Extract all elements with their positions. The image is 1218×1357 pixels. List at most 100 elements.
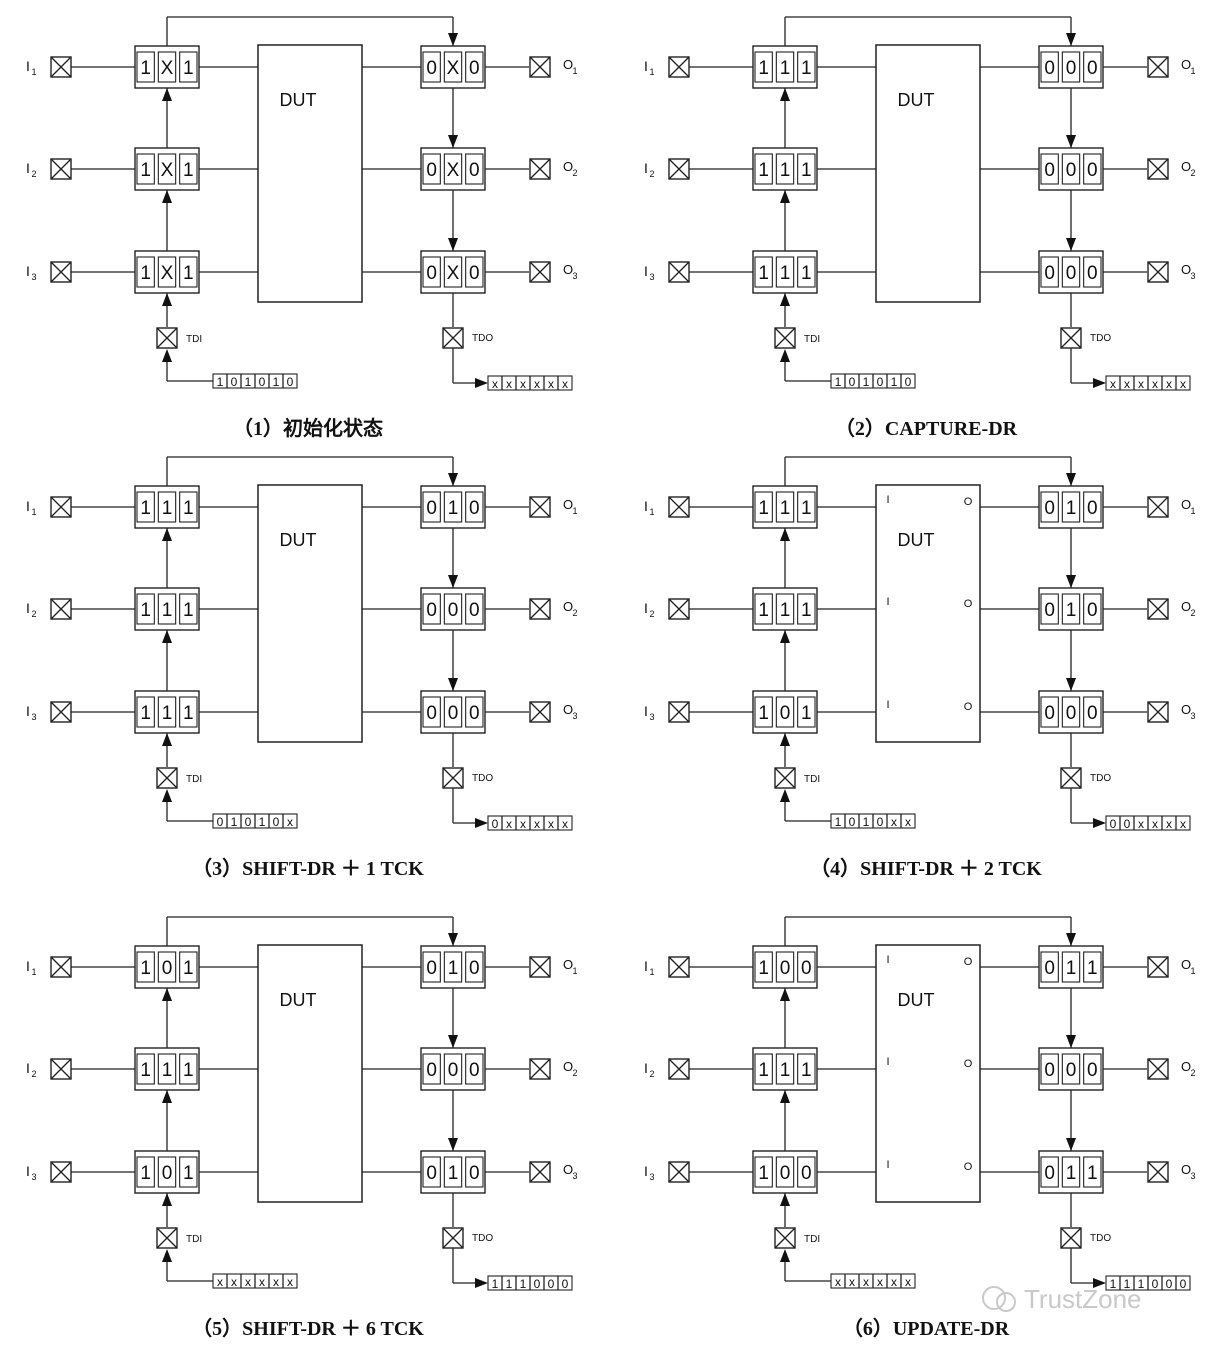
cell-bit: 0 xyxy=(162,958,173,979)
pin-cross xyxy=(442,767,464,789)
cell-bit: 1 xyxy=(140,600,151,621)
cell-bit: 0 xyxy=(426,1060,437,1081)
cell-bit-box xyxy=(422,256,441,288)
tdo-label: TDO xyxy=(1090,1233,1111,1244)
stream-bit: x xyxy=(1138,817,1144,831)
cell-bit: 0 xyxy=(801,958,812,979)
pin-cross xyxy=(50,598,72,620)
cell-frame xyxy=(134,1150,200,1194)
cell-bit: 1 xyxy=(801,703,812,724)
cell-bit-box xyxy=(1083,696,1102,728)
cell-bit-box xyxy=(1061,491,1081,523)
pin-subscript: 3 xyxy=(1190,711,1195,721)
cell-bit-box xyxy=(157,153,177,185)
stream-bit: 0 xyxy=(231,375,238,389)
input-pin-3 xyxy=(668,1161,690,1183)
output-label: O xyxy=(563,702,573,717)
stream-bit: 0 xyxy=(877,375,884,389)
pin-subscript: 1 xyxy=(572,506,577,516)
pin-cross xyxy=(1060,767,1082,789)
pin-subscript: 3 xyxy=(31,1172,36,1182)
stream-bit: x xyxy=(1180,377,1186,391)
cell-bit-box xyxy=(157,256,177,288)
dut-pin-out: O xyxy=(964,956,973,968)
watermark: TrustZone xyxy=(982,1284,1142,1314)
stream-bit: x xyxy=(877,1275,883,1289)
cell-bit: 1 xyxy=(140,58,151,79)
cell-frame xyxy=(752,250,818,294)
cell-bit: 0 xyxy=(1066,263,1077,284)
cell-bit-box xyxy=(157,593,177,625)
cell-frame xyxy=(752,945,818,989)
cell-bit: 0 xyxy=(469,958,480,979)
pin-subscript: 2 xyxy=(572,608,577,618)
pin-cross xyxy=(50,1161,72,1183)
shift-arrow xyxy=(448,238,458,251)
cell-bit-box xyxy=(1061,1156,1081,1188)
pin-subscript: 1 xyxy=(1190,506,1195,516)
cell-bit-box xyxy=(179,491,198,523)
output-label: O xyxy=(1181,159,1191,174)
output-label: O xyxy=(1181,1059,1191,1074)
input-label: I xyxy=(644,58,648,74)
cell-frame xyxy=(1038,45,1104,89)
input-label: I xyxy=(644,498,648,514)
pin-cross xyxy=(774,1227,796,1249)
output-label: O xyxy=(563,159,573,174)
pin-subscript: 2 xyxy=(649,169,654,179)
cell-frame xyxy=(752,485,818,529)
pin-subscript: 2 xyxy=(31,609,36,619)
stream-bit: 1 xyxy=(835,375,842,389)
output-label: O xyxy=(563,57,573,72)
shift-arrow xyxy=(448,1035,458,1048)
stream-bit: x xyxy=(492,377,498,391)
pin-subscript: 1 xyxy=(649,967,654,977)
cell-bit: 1 xyxy=(801,58,812,79)
cell-bit: 0 xyxy=(1087,160,1098,181)
panel-caption: （5）SHIFT-DR ＋ 6 TCK xyxy=(192,1317,424,1340)
cell-bit: 1 xyxy=(448,958,459,979)
tdo-pin xyxy=(1060,1227,1082,1249)
cell-bit-box xyxy=(1061,256,1081,288)
cell-bit-box xyxy=(443,1156,463,1188)
input-label: I xyxy=(26,600,30,616)
cell-bit: 0 xyxy=(426,958,437,979)
tdi-pin xyxy=(774,327,796,349)
stream-bit: x xyxy=(534,377,540,391)
shift-arrow xyxy=(448,1138,458,1151)
stream-bit: x xyxy=(231,1275,237,1289)
cell-bit: 1 xyxy=(448,498,459,519)
dut-pin-in: I xyxy=(886,1159,889,1171)
cell-bit-box xyxy=(1040,951,1059,983)
panel-caption: （6）UPDATE-DR xyxy=(843,1317,1010,1340)
pin-cross xyxy=(1147,496,1169,518)
shift-arrow xyxy=(162,190,172,203)
cell-bit-box xyxy=(157,696,177,728)
tdi-arrow xyxy=(162,733,172,746)
pin-subscript: 2 xyxy=(572,168,577,178)
stream-bit: 1 xyxy=(891,375,898,389)
input-label: I xyxy=(26,263,30,279)
stream-bit: 1 xyxy=(492,1277,499,1291)
cell-bit: 0 xyxy=(1087,263,1098,284)
cell-bit-box xyxy=(465,491,484,523)
cell-bit-box xyxy=(157,1156,177,1188)
input-pin-3 xyxy=(50,1161,72,1183)
cell-frame xyxy=(134,1047,200,1091)
output-label: O xyxy=(1181,957,1191,972)
stream-bit: 0 xyxy=(562,1277,569,1291)
tdi-arrow xyxy=(780,293,790,306)
